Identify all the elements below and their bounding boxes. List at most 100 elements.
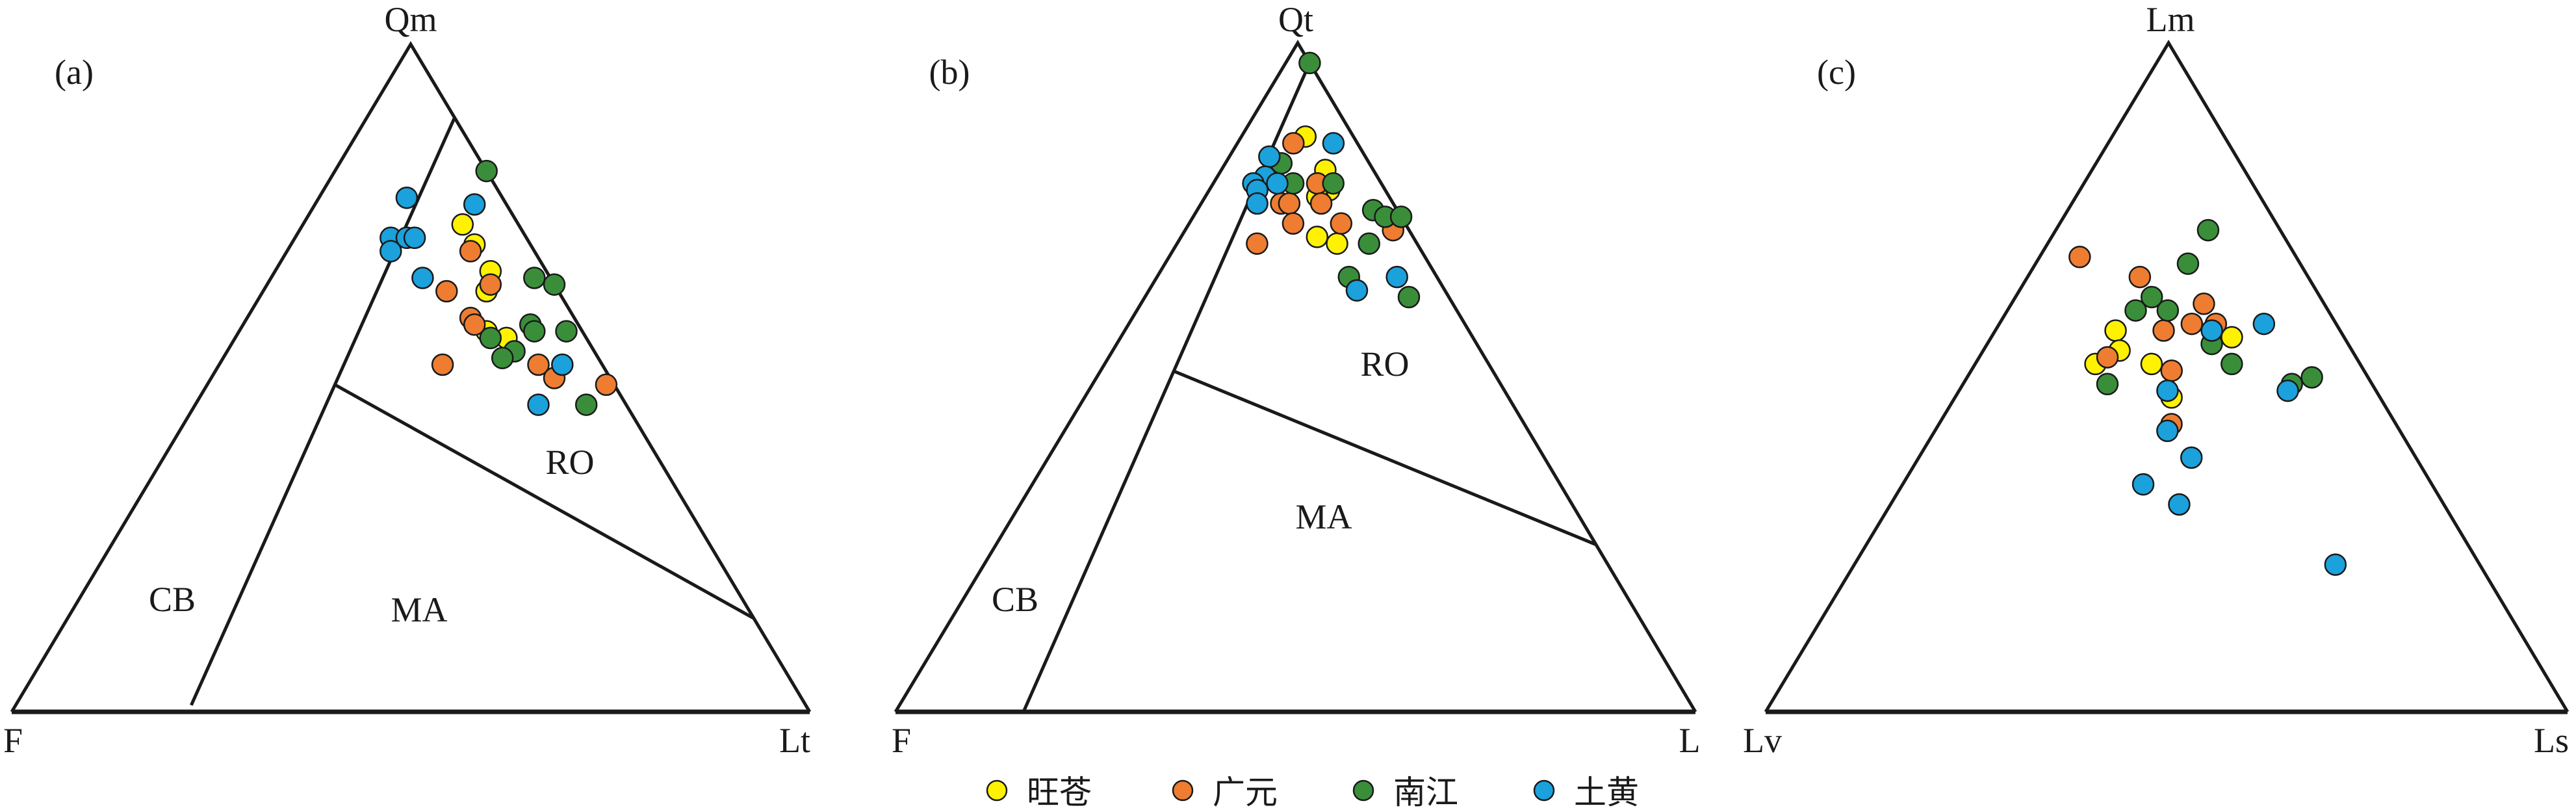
data-point-nanjiang: [475, 159, 498, 183]
legend-marker-wangcang: [986, 779, 1008, 802]
triangle-sides: [10, 41, 812, 713]
legend-item: 旺苍: [986, 774, 1092, 810]
data-point-nanjiang: [1298, 51, 1321, 75]
field-boundary-line: [334, 383, 755, 620]
data-point-tuhuang: [463, 193, 486, 216]
data-point-tuhuang: [2324, 553, 2347, 576]
data-point-tuhuang: [1266, 172, 1289, 195]
data-point-tuhuang: [2252, 312, 2276, 335]
legend-label-nanjiang: 南江: [1393, 774, 1458, 810]
data-point-guangyuan: [1330, 212, 1353, 235]
data-point-guangyuan: [431, 353, 454, 376]
triangle-frame: [894, 40, 1697, 714]
data-point-guangyuan: [1278, 192, 1301, 215]
data-point-guangyuan: [2180, 312, 2204, 335]
data-point-nanjiang: [1358, 232, 1380, 255]
data-point-guangyuan: [459, 240, 482, 263]
data-point-nanjiang: [543, 273, 566, 296]
ternary-panel-c: Lm Lv Ls (c): [1743, 0, 2570, 760]
data-point-guangyuan: [463, 313, 486, 336]
data-point-wangcang: [2140, 352, 2163, 376]
data-point-guangyuan: [435, 280, 458, 303]
data-point-tuhuang: [2156, 379, 2179, 402]
vertex-label-left: F: [3, 721, 23, 760]
data-point-guangyuan: [2096, 346, 2119, 369]
data-point-wangcang: [1306, 226, 1329, 248]
legend-item: 南江: [1352, 774, 1458, 810]
data-point-nanjiang: [2176, 252, 2200, 275]
data-point-guangyuan: [479, 273, 502, 296]
data-point-tuhuang: [2180, 446, 2203, 469]
data-point-nanjiang: [2124, 299, 2147, 322]
data-point-tuhuang: [403, 226, 426, 250]
field-label-ma: MA: [1295, 497, 1352, 536]
legend-marker-tuhuang: [1533, 779, 1555, 802]
data-point-nanjiang: [574, 393, 598, 416]
data-point-tuhuang: [1322, 132, 1345, 155]
data-point-guangyuan: [2068, 246, 2091, 268]
data-point-nanjiang: [523, 320, 546, 343]
vertex-label-right: L: [1679, 721, 1701, 760]
field-boundary-line: [1172, 369, 1597, 547]
field-label-ro: RO: [1360, 345, 1409, 384]
data-point-guangyuan: [1246, 232, 1269, 255]
data-point-tuhuang: [1385, 265, 1408, 289]
triangle-frame: [10, 41, 812, 714]
legend: 旺苍 广元 南江 土黄: [986, 774, 1639, 810]
data-point-guangyuan: [1282, 212, 1305, 235]
legend-marker-nanjiang: [1352, 779, 1374, 802]
data-point-nanjiang: [2300, 366, 2323, 389]
data-point-nanjiang: [1322, 172, 1345, 195]
triangle-frame: [1764, 40, 2570, 714]
legend-label-guangyuan: 广元: [1213, 774, 1278, 810]
data-point-tuhuang: [2276, 379, 2299, 402]
vertex-label-left: F: [892, 721, 911, 760]
data-point-guangyuan: [1282, 132, 1305, 155]
ternary-panel-a: Qm F Lt (a) CB MA RO: [3, 0, 812, 760]
data-point-nanjiang: [555, 320, 578, 343]
field-label-cb: CB: [992, 580, 1038, 619]
data-point-nanjiang: [2156, 299, 2180, 322]
data-point-tuhuang: [395, 186, 419, 209]
data-points: [2068, 218, 2347, 576]
data-point-nanjiang: [2140, 285, 2163, 309]
data-point-nanjiang: [1397, 285, 1421, 309]
legend-label-tuhuang: 土黄: [1574, 774, 1639, 810]
data-points: [380, 159, 618, 416]
data-point-nanjiang: [2221, 352, 2243, 376]
data-point-nanjiang: [2196, 218, 2220, 242]
vertex-label-right: Ls: [2534, 721, 2569, 760]
legend-marker-guangyuan: [1172, 779, 1194, 802]
ternary-panel-b: Qt F L (b) CB MA RO: [892, 0, 1701, 760]
data-point-tuhuang: [1345, 279, 1369, 302]
field-label-ro: RO: [545, 443, 594, 482]
data-point-tuhuang: [2132, 473, 2155, 496]
legend-item: 土黄: [1533, 774, 1639, 810]
panel-label: (c): [1817, 53, 1856, 92]
data-point-wangcang: [2221, 326, 2243, 349]
data-point-nanjiang: [1389, 205, 1413, 228]
legend-label-wangcang: 旺苍: [1027, 774, 1092, 810]
field-boundaries: [1022, 62, 1597, 713]
data-point-tuhuang: [551, 353, 574, 376]
data-point-tuhuang: [380, 240, 402, 263]
data-point-guangyuan: [2193, 293, 2215, 315]
vertex-label-top: Qm: [385, 0, 437, 39]
data-point-wangcang: [451, 213, 474, 236]
data-point-nanjiang: [491, 346, 514, 369]
data-point-wangcang: [2104, 319, 2127, 342]
data-point-tuhuang: [2200, 319, 2223, 342]
data-point-tuhuang: [527, 393, 550, 416]
data-points: [1242, 51, 1421, 309]
data-point-nanjiang: [2096, 372, 2119, 396]
data-point-guangyuan: [2160, 359, 2183, 382]
data-point-guangyuan: [527, 353, 550, 376]
panel-label: (a): [55, 53, 94, 92]
data-point-tuhuang: [2156, 419, 2179, 443]
vertex-label-top: Qt: [1278, 0, 1313, 39]
triangle-sides: [894, 40, 1697, 713]
field-label-cb: CB: [149, 580, 196, 619]
vertex-label-left: Lv: [1743, 721, 1782, 760]
field-boundary-line: [190, 116, 456, 706]
